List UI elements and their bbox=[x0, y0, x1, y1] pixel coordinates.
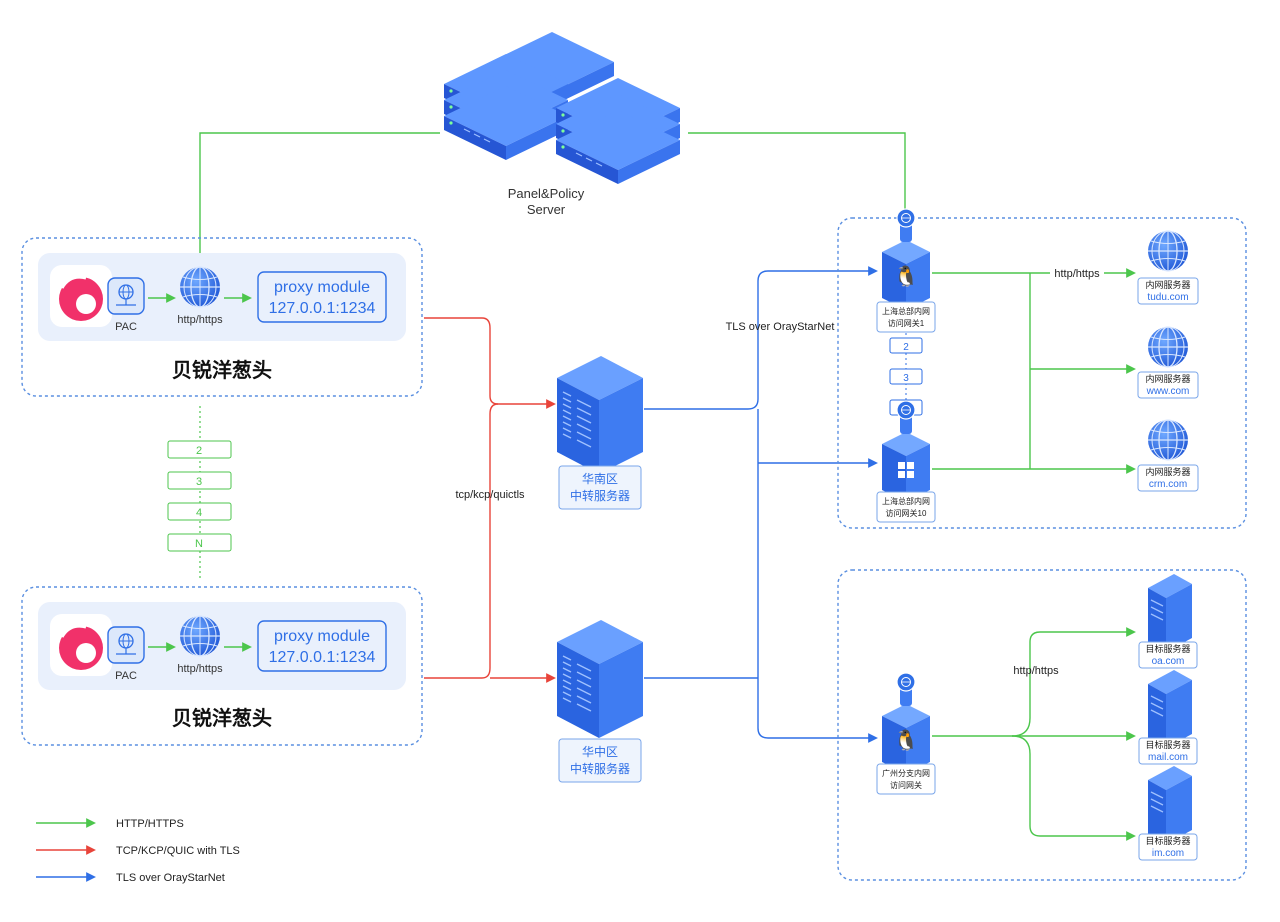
target-server-domain[interactable]: oa.com bbox=[1152, 656, 1185, 667]
client-counter-item: 3 bbox=[196, 476, 202, 488]
gateway-windows-icon bbox=[881, 400, 931, 503]
gateway-1-desc: 访问网关1 bbox=[888, 318, 925, 328]
linux-icon: 🐧 bbox=[894, 728, 919, 752]
gateway-counter-item: 3 bbox=[903, 373, 909, 384]
globe-icon bbox=[179, 266, 221, 308]
target-server-icon bbox=[1147, 669, 1193, 749]
globe-icon bbox=[179, 615, 221, 657]
relay-central-name: 华中区 bbox=[582, 744, 618, 759]
gateway-gz-name: 广州分支内网 bbox=[882, 768, 930, 778]
intranet-server-title: 内网服务器 bbox=[1145, 373, 1190, 384]
server-to-gateway-line bbox=[688, 132, 910, 232]
relay-server-central-icon bbox=[556, 619, 644, 739]
proxy-module-box[interactable] bbox=[257, 271, 387, 323]
gateway-gz-desc: 访问网关 bbox=[890, 780, 922, 790]
relay-central-label-box bbox=[558, 738, 642, 783]
target-server-title: 目标服务器 bbox=[1145, 835, 1190, 846]
intranet-server-domain[interactable]: tudu.com bbox=[1147, 292, 1188, 303]
panel-policy-server-icon bbox=[443, 31, 681, 185]
proxy-module-title: proxy module bbox=[274, 279, 370, 296]
intranet-links bbox=[932, 268, 1136, 474]
gateway-linux-icon bbox=[881, 672, 931, 775]
pac-icon[interactable] bbox=[107, 277, 145, 315]
windows-icon bbox=[898, 462, 914, 478]
gateway-10-desc: 访问网关10 bbox=[886, 508, 927, 518]
intranet-server-title: 内网服务器 bbox=[1145, 466, 1190, 477]
protocol-label: http/https bbox=[177, 314, 223, 326]
pac-label: PAC bbox=[115, 670, 137, 682]
relay-south-desc: 中转服务器 bbox=[570, 488, 630, 503]
client-counter: 2 3 4 N bbox=[167, 406, 232, 578]
gateway-10-name: 上海总部内网 bbox=[882, 496, 930, 506]
target-server-title: 目标服务器 bbox=[1145, 643, 1190, 654]
proxy-module-address: 127.0.0.1:1234 bbox=[269, 300, 376, 317]
target-server-icon bbox=[1147, 765, 1193, 845]
target-server-domain[interactable]: mail.com bbox=[1148, 752, 1188, 763]
intranet-server-domain[interactable]: crm.com bbox=[1149, 479, 1187, 490]
relay-south-label-box bbox=[558, 465, 642, 510]
proxy-module-address: 127.0.0.1:1234 bbox=[269, 649, 376, 666]
intranet-server-title: 内网服务器 bbox=[1145, 279, 1190, 290]
relay-server-south-icon bbox=[556, 355, 644, 475]
intranet-server-globe-icon bbox=[1147, 419, 1189, 461]
server-to-client-line bbox=[195, 132, 440, 266]
gateway-counter-item: 2 bbox=[903, 342, 909, 353]
client-counter-item: N bbox=[195, 538, 203, 550]
tunnel-label: TLS over OrayStarNet bbox=[726, 321, 835, 333]
legend: HTTP/HTTPS TCP/KCP/QUIC with TLS TLS ove… bbox=[36, 818, 240, 884]
gateway-1-name: 上海总部内网 bbox=[882, 306, 930, 316]
intranet-protocol-label: http/https bbox=[1054, 268, 1100, 280]
client-counter-item: 4 bbox=[196, 507, 202, 519]
target-protocol-label: http/https bbox=[1013, 665, 1059, 677]
pac-icon[interactable] bbox=[107, 626, 145, 664]
intranet-server-globe-icon bbox=[1147, 326, 1189, 368]
client-group-1: PAC http/https proxy module 127.0.0.1:12… bbox=[21, 237, 423, 397]
relay-protocol-label: tcp/kcp/quictls bbox=[455, 489, 525, 501]
shanghai-network-group bbox=[837, 217, 1247, 529]
client-group-2: PAC http/https proxy module 127.0.0.1:12… bbox=[21, 586, 423, 746]
target-server-domain[interactable]: im.com bbox=[1152, 848, 1184, 859]
panel-server-label-1: Panel&Policy bbox=[508, 186, 585, 201]
relay-links bbox=[424, 317, 556, 683]
legend-tcp: TCP/KCP/QUIC with TLS bbox=[116, 845, 240, 857]
gateway-linux-icon bbox=[881, 208, 931, 311]
intranet-server-globe-icon bbox=[1147, 230, 1189, 272]
target-links bbox=[932, 627, 1136, 841]
target-server-title: 目标服务器 bbox=[1145, 739, 1190, 750]
client-name: 贝锐洋葱头 bbox=[172, 358, 272, 382]
client-name: 贝锐洋葱头 bbox=[172, 706, 272, 730]
legend-http: HTTP/HTTPS bbox=[116, 818, 184, 830]
intranet-server-domain[interactable]: www.com bbox=[1146, 386, 1190, 397]
proxy-module-box[interactable] bbox=[257, 620, 387, 672]
panel-server-label-2: Server bbox=[527, 202, 566, 217]
pac-label: PAC bbox=[115, 321, 137, 333]
relay-south-name: 华南区 bbox=[582, 471, 618, 486]
legend-tls: TLS over OrayStarNet bbox=[116, 872, 225, 884]
proxy-module-title: proxy module bbox=[274, 628, 370, 645]
tunnel-links bbox=[644, 266, 878, 743]
client-counter-item: 2 bbox=[196, 445, 202, 457]
target-server-icon bbox=[1147, 573, 1193, 653]
guangzhou-network-group bbox=[837, 569, 1247, 881]
relay-central-desc: 中转服务器 bbox=[570, 761, 630, 776]
linux-icon: 🐧 bbox=[894, 264, 919, 288]
protocol-label: http/https bbox=[177, 663, 223, 675]
